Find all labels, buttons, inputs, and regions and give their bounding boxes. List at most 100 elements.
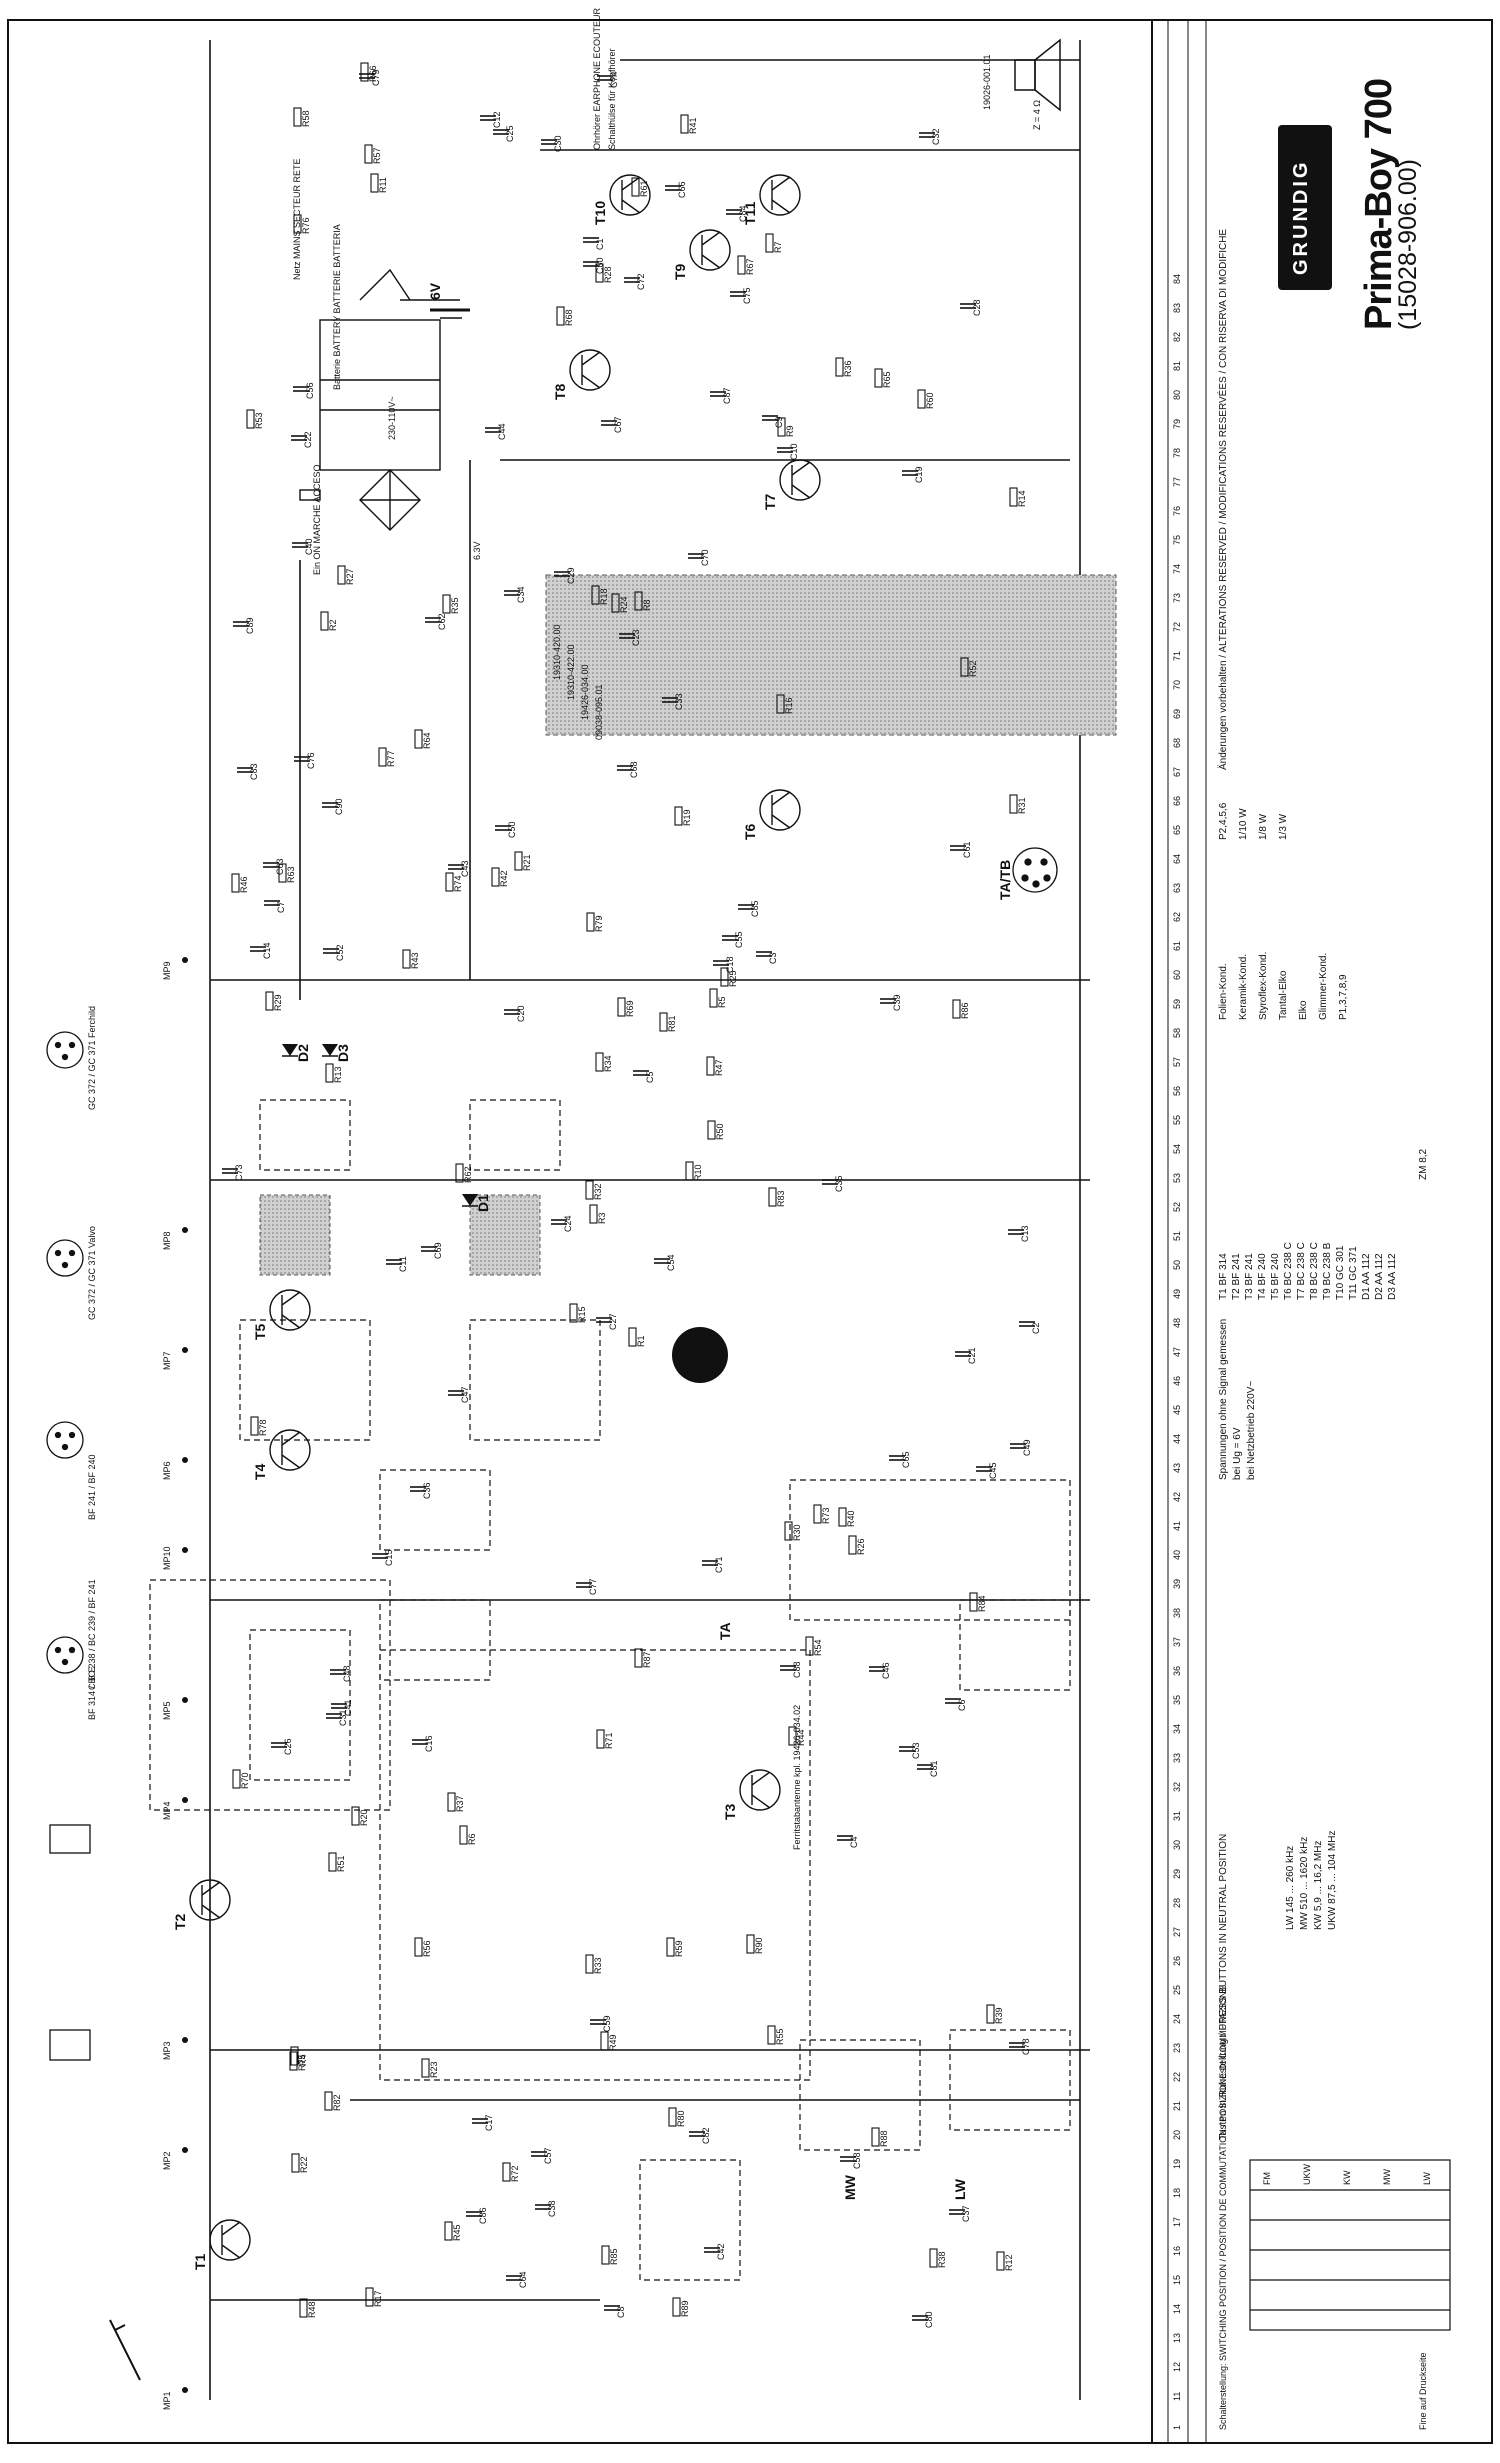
grid-number-49: 49 [1172, 1289, 1182, 1299]
component-label-r18: R18 [599, 588, 609, 605]
component-label-c1: C1 [595, 238, 605, 250]
band-kw: KW 5,9 ... 16,2 MHz [1313, 1840, 1324, 1930]
test-point-mp9 [182, 957, 188, 963]
transistor-T5 [269, 1289, 311, 1331]
capacitor-c87 [710, 391, 726, 397]
resistor-r14 [1009, 487, 1018, 507]
label-t11: T11 [742, 201, 758, 225]
transistor-T3 [739, 1769, 781, 1811]
test-point-label-mp9: MP9 [162, 961, 172, 980]
resistor-r54 [805, 1636, 814, 1656]
test-point-mp1 [182, 2387, 188, 2393]
capacitor-c30 [541, 139, 557, 145]
test-point-mp3 [182, 2037, 188, 2043]
resistor-r88 [871, 2127, 880, 2147]
resistor-r34 [595, 1052, 604, 1072]
pinout-label-2: GC 372 / GC 371 Valvo [87, 1226, 97, 1320]
capacitor-c78 [1009, 2042, 1025, 2048]
grid-number-18: 18 [1172, 2188, 1182, 2198]
component-label-c52: C52 [335, 944, 345, 961]
component-label-c23: C23 [631, 629, 641, 646]
component-label-c62: C62 [437, 613, 447, 630]
resistor-r20 [351, 1806, 360, 1826]
test-point-label-mp2: MP2 [162, 2151, 172, 2170]
grid-number-23: 23 [1172, 2043, 1182, 2053]
outer-frame [7, 19, 1493, 2444]
component-label-r39: R39 [994, 2007, 1004, 2024]
component-label-c34: C34 [516, 586, 526, 603]
test-point-mp4 [182, 1797, 188, 1803]
component-label-r4: R4 [298, 2054, 308, 2066]
type-t9: T9 BC 238 B [1322, 1242, 1333, 1300]
component-label-r37: R37 [455, 1795, 465, 1812]
resistor-r64 [414, 729, 423, 749]
component-label-r79: R79 [594, 915, 604, 932]
component-label-c67: C67 [613, 416, 623, 433]
component-label-c32: C32 [931, 128, 941, 145]
component-label-c60: C60 [595, 257, 605, 274]
if-module-shaded-2 [469, 1194, 541, 1276]
legend-item-5: Glimmer-Kond. [1318, 952, 1329, 1020]
resistor-r29 [265, 991, 274, 1011]
grid-number-25: 25 [1172, 1985, 1182, 1995]
label-t5: T5 [252, 1323, 268, 1340]
component-label-r83: R83 [776, 1190, 786, 1207]
switch-key-ukw: UKW [1302, 2163, 1312, 2185]
capacitor-c33 [662, 697, 678, 703]
component-label-r21: R21 [522, 854, 532, 871]
resistor-r56 [414, 1937, 423, 1957]
component-label-c26: C26 [283, 1738, 293, 1755]
component-label-c5: C5 [645, 1071, 655, 1083]
grid-number-70: 70 [1172, 680, 1182, 690]
grid-number-66: 66 [1172, 796, 1182, 806]
component-label-r69: R69 [625, 1000, 635, 1017]
grid-number-84: 84 [1172, 274, 1182, 284]
grid-number-63: 63 [1172, 883, 1182, 893]
supply-voltage-label: 6.3V [472, 541, 482, 560]
phones-note: Schalthülse für Kopfhörer [607, 48, 617, 150]
component-label-c72: C72 [636, 273, 646, 290]
component-label-r85: R85 [609, 2248, 619, 2265]
resistor-r61 [631, 177, 640, 197]
grid-number-58: 58 [1172, 1028, 1182, 1038]
capacitor-c68 [617, 765, 633, 771]
lw-label: LW [952, 2178, 968, 2200]
component-label-r42: R42 [499, 870, 509, 887]
capacitor-c85 [738, 904, 754, 910]
grid-number-78: 78 [1172, 448, 1182, 458]
component-label-r60: R60 [925, 392, 935, 409]
test-point-mp7 [182, 1347, 188, 1353]
grid-number-24: 24 [1172, 2014, 1182, 2024]
component-label-c82: C82 [701, 2127, 711, 2144]
zener-type: ZM 8,2 [1418, 1148, 1429, 1180]
component-label-c65: C65 [901, 1451, 911, 1468]
component-label-r45: R45 [452, 2224, 462, 2241]
component-label-c83: C83 [249, 763, 259, 780]
capacitor-c47 [448, 1390, 464, 1396]
component-label-c86: C86 [478, 2207, 488, 2224]
grid-number-27: 27 [1172, 1927, 1182, 1937]
component-label-r20: R20 [359, 1809, 369, 1826]
component-label-c18: C18 [725, 956, 735, 973]
resistor-r68 [556, 306, 565, 326]
earphone-label: Ohrhörer EARPHONE ECOUTEUR [592, 7, 602, 150]
resistor-r31 [1009, 794, 1018, 814]
switch-key-fm: FM [1262, 2172, 1272, 2185]
component-label-c46: C46 [881, 1662, 891, 1679]
component-label-c27: C27 [608, 1313, 618, 1330]
resistor-r6 [459, 1825, 468, 1845]
diode-d2 [282, 1044, 298, 1057]
grid-number-64: 64 [1172, 854, 1182, 864]
grid-number-35: 35 [1172, 1695, 1182, 1705]
resistor-r59 [666, 1937, 675, 1957]
power-block-label: 230-110V~ [387, 396, 397, 440]
grid-number-11: 11 [1172, 2392, 1182, 2401]
transistor-T4 [269, 1429, 311, 1471]
component-label-r34: R34 [603, 1055, 613, 1072]
switch-ta-label: TA [717, 1622, 733, 1640]
capacitor-c1 [583, 237, 599, 243]
voltages-note: Spannungen ohne Signal gemessen [1218, 1318, 1229, 1480]
grid-number-57: 57 [1172, 1057, 1182, 1067]
component-label-c37: C37 [961, 2205, 971, 2222]
resistor-r57 [364, 144, 373, 164]
